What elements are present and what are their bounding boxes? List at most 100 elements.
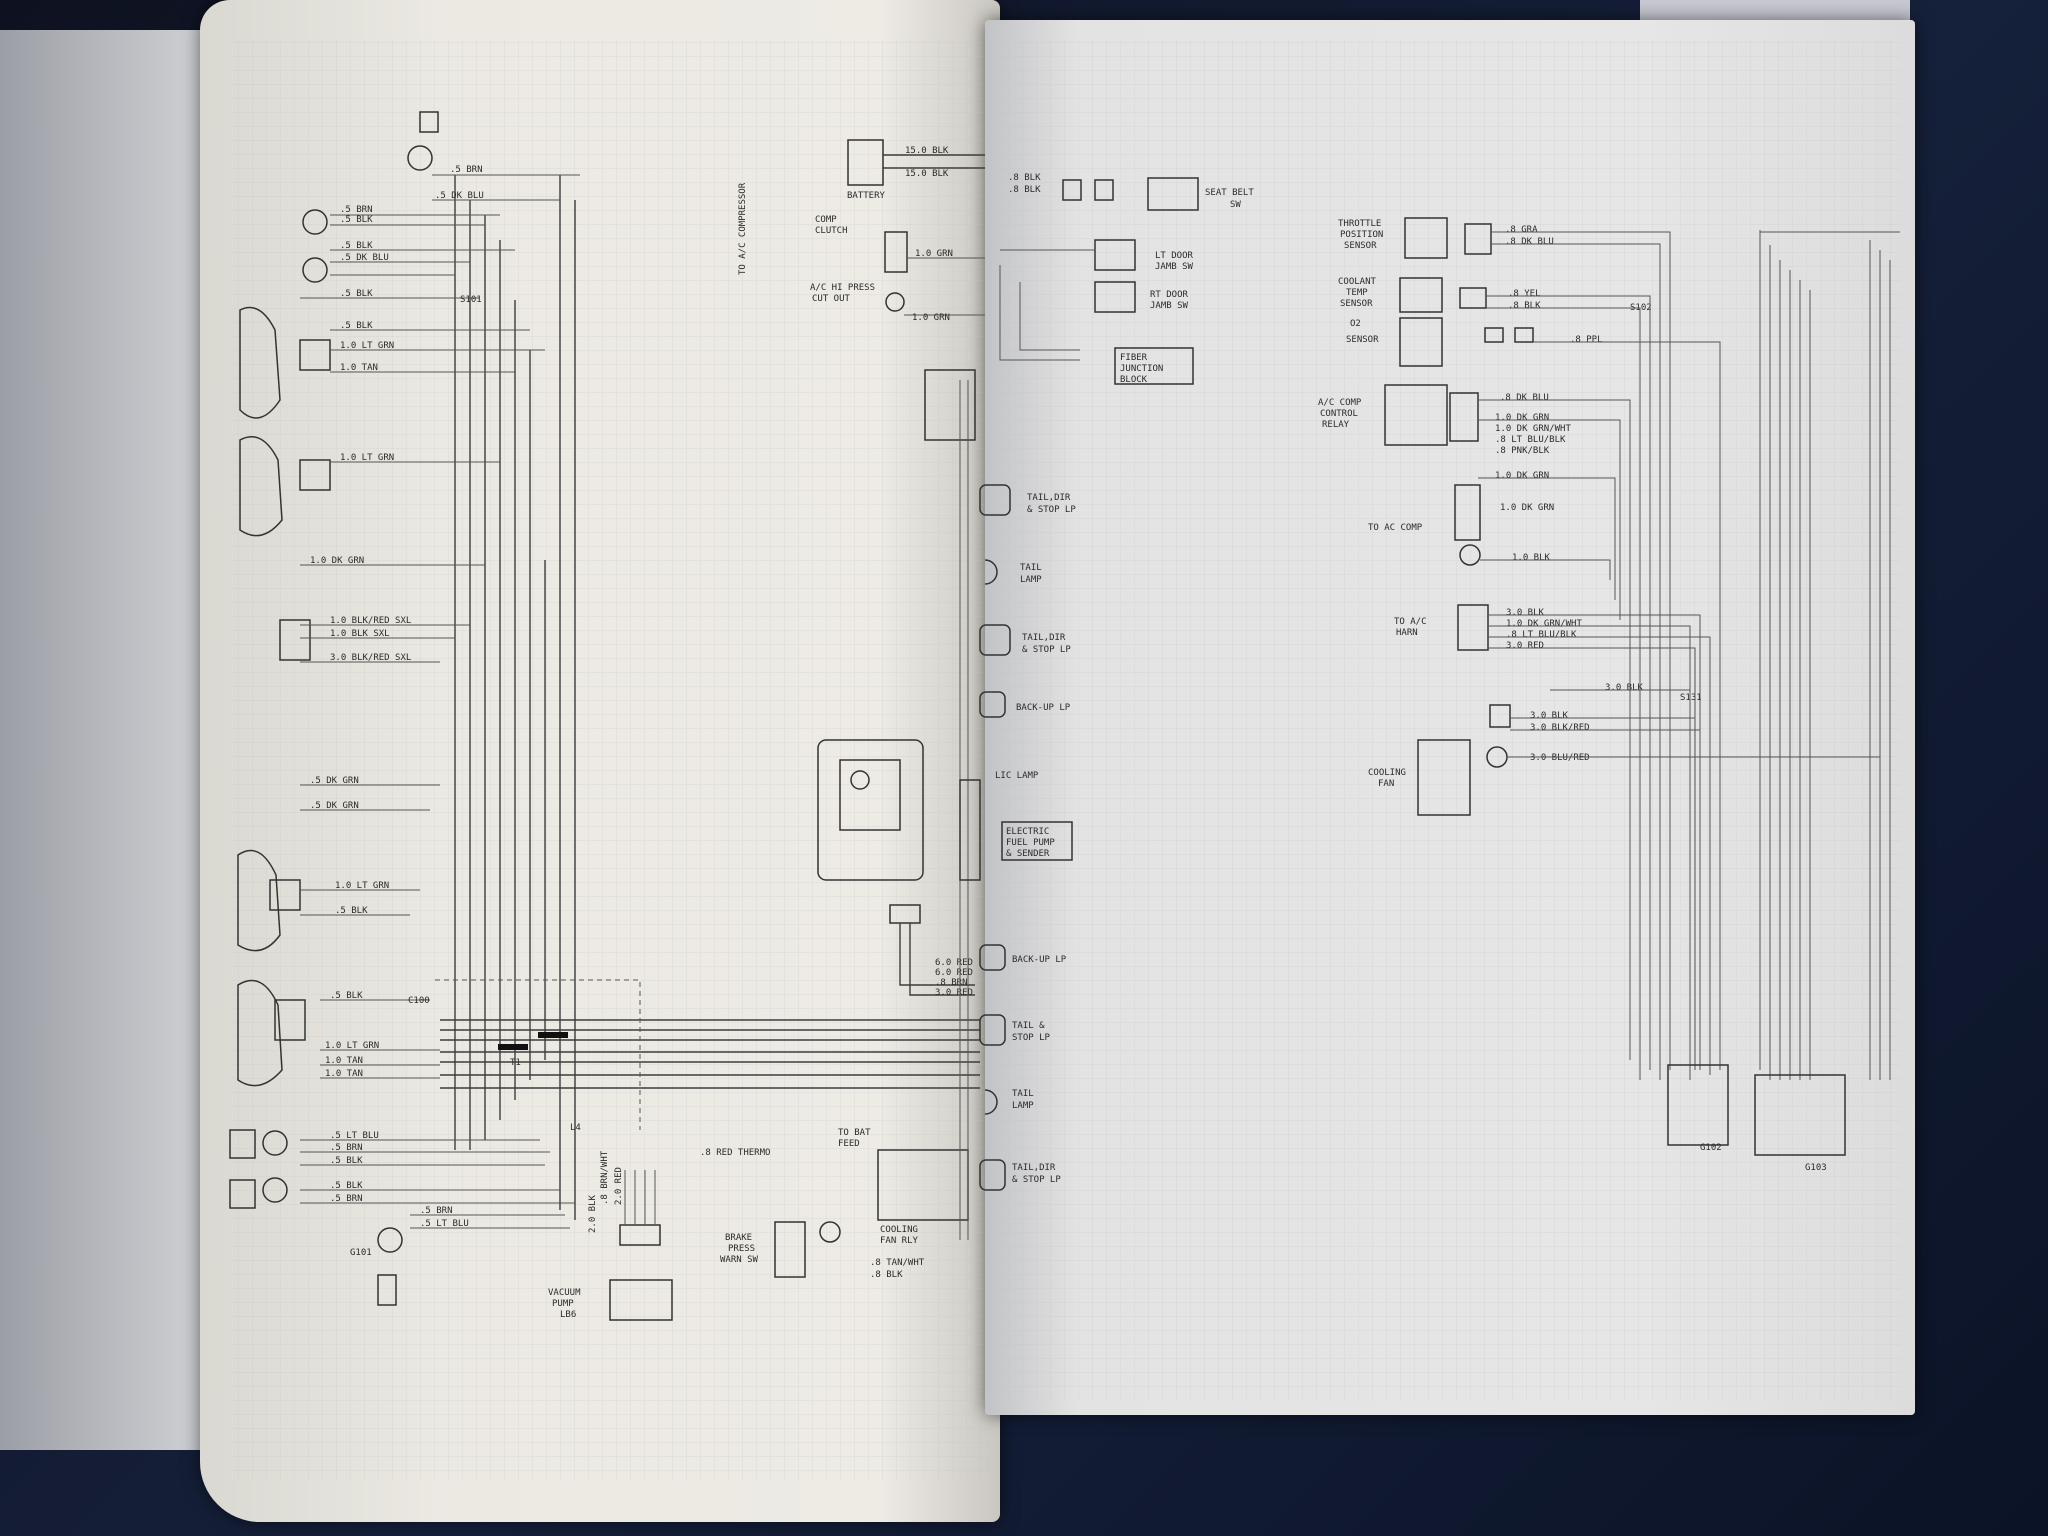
svg-text:STOP LP: STOP LP: [1012, 1033, 1051, 1043]
svg-text:.5 BLK: .5 BLK: [340, 289, 373, 299]
svg-text:COMP: COMP: [815, 215, 837, 225]
svg-text:.8 DK BLU: .8 DK BLU: [1500, 393, 1549, 403]
svg-text:.8 BLK: .8 BLK: [1508, 301, 1541, 311]
svg-text:1.0 DK GRN: 1.0 DK GRN: [1495, 471, 1549, 481]
svg-text:S102: S102: [1630, 303, 1652, 313]
svg-text:3.0 BLK: 3.0 BLK: [1506, 608, 1545, 618]
svg-text:T1: T1: [510, 1058, 521, 1068]
left-binder-sheet: [0, 30, 232, 1450]
left-wire-labels: .5 BRN .5 DK BLU .5 BRN .5 BLK .5 BLK .5…: [310, 165, 484, 1229]
svg-text:SEAT BELT: SEAT BELT: [1205, 188, 1254, 198]
svg-text:1.0 LT GRN: 1.0 LT GRN: [340, 341, 394, 351]
svg-text:1.0 BLK/RED SXL: 1.0 BLK/RED SXL: [330, 616, 411, 626]
svg-text:.5 DK BLU: .5 DK BLU: [435, 191, 484, 201]
svg-text:.5 DK BLU: .5 DK BLU: [340, 253, 389, 263]
svg-text:1.0 GRN: 1.0 GRN: [915, 249, 953, 259]
svg-text:CONTROL: CONTROL: [1320, 409, 1358, 419]
svg-text:1.0 DK GRN/WHT: 1.0 DK GRN/WHT: [1506, 619, 1582, 629]
svg-text:CUT OUT: CUT OUT: [812, 294, 851, 304]
svg-text:.8 LT BLU/BLK: .8 LT BLU/BLK: [1495, 435, 1566, 445]
door-seatbelt-switches: .8 BLK .8 BLK SEAT BELT SW LT DOOR JAMB …: [999, 173, 1254, 385]
svg-text:& STOP LP: & STOP LP: [1022, 645, 1071, 655]
svg-text:15.0 BLK: 15.0 BLK: [905, 146, 949, 156]
svg-text:.8 TAN/WHT: .8 TAN/WHT: [870, 1258, 925, 1268]
svg-text:.8 BLK: .8 BLK: [1008, 173, 1041, 183]
svg-text:TO A/C COMPRESSOR: TO A/C COMPRESSOR: [738, 182, 748, 275]
svg-text:TO BAT: TO BAT: [838, 1128, 871, 1138]
svg-text:1.0 LT GRN: 1.0 LT GRN: [335, 881, 389, 891]
svg-text:BACK-UP LP: BACK-UP LP: [1016, 703, 1071, 713]
svg-text:3.0 RED: 3.0 RED: [1506, 641, 1544, 651]
svg-text:TAIL: TAIL: [1020, 563, 1042, 573]
svg-text:TAIL,DIR: TAIL,DIR: [1012, 1163, 1056, 1173]
svg-text:JAMB SW: JAMB SW: [1155, 262, 1194, 272]
svg-text:1.0 GRN: 1.0 GRN: [912, 313, 950, 323]
svg-text:RELAY: RELAY: [1322, 420, 1350, 430]
svg-text:.5 BRN: .5 BRN: [330, 1194, 363, 1204]
svg-text:LT DOOR: LT DOOR: [1155, 251, 1194, 261]
svg-text:COOLANT: COOLANT: [1338, 277, 1377, 287]
svg-text:.8 GRA: .8 GRA: [1505, 225, 1538, 235]
svg-text:.5 BLK: .5 BLK: [330, 1156, 363, 1166]
svg-text:1.0 DK GRN: 1.0 DK GRN: [1500, 503, 1554, 513]
svg-text:1.0 DK GRN/WHT: 1.0 DK GRN/WHT: [1495, 424, 1571, 434]
svg-text:.5 DK GRN: .5 DK GRN: [310, 801, 359, 811]
svg-text:HARN: HARN: [1396, 628, 1418, 638]
svg-text:.5 BRN: .5 BRN: [420, 1206, 453, 1216]
svg-text:LAMP: LAMP: [1020, 575, 1042, 585]
engine-sensors: THROTTLE POSITION SENSOR .8 GRA .8 DK BL…: [1318, 217, 1644, 816]
svg-text:FEED: FEED: [838, 1139, 860, 1149]
svg-text:.8 YEL: .8 YEL: [1508, 289, 1541, 299]
svg-text:.8 PPL: .8 PPL: [1570, 335, 1603, 345]
svg-text:& STOP LP: & STOP LP: [1027, 505, 1076, 515]
svg-text:G103: G103: [1805, 1163, 1827, 1173]
svg-text:& SENDER: & SENDER: [1006, 849, 1050, 859]
svg-text:FAN: FAN: [1378, 779, 1394, 789]
svg-text:.5 BLK: .5 BLK: [330, 991, 363, 1001]
svg-text:COOLING: COOLING: [1368, 768, 1406, 778]
svg-text:S131: S131: [1680, 693, 1702, 703]
svg-text:SENSOR: SENSOR: [1346, 335, 1379, 345]
svg-text:C100: C100: [408, 996, 430, 1006]
svg-text:TO AC COMP: TO AC COMP: [1368, 523, 1423, 533]
svg-text:RT DOOR: RT DOOR: [1150, 290, 1189, 300]
svg-text:COOLING: COOLING: [880, 1225, 918, 1235]
left-bus-wires: [435, 175, 980, 1220]
svg-text:.5 LT BLU: .5 LT BLU: [330, 1131, 379, 1141]
svg-text:PRESS: PRESS: [728, 1244, 755, 1254]
svg-text:6.0 RED: 6.0 RED: [935, 968, 973, 978]
svg-text:TAIL: TAIL: [1012, 1089, 1034, 1099]
svg-text:.5 BLK: .5 BLK: [340, 321, 373, 331]
svg-text:3.0 BLK/RED: 3.0 BLK/RED: [1530, 723, 1590, 733]
left-branch-wires: [300, 174, 580, 1229]
svg-text:FIBER: FIBER: [1120, 353, 1148, 363]
svg-text:.8 DK BLU: .8 DK BLU: [1505, 237, 1554, 247]
svg-text:FUEL PUMP: FUEL PUMP: [1006, 838, 1055, 848]
svg-text:.5 BRN: .5 BRN: [450, 165, 483, 175]
svg-text:15.0 BLK: 15.0 BLK: [905, 169, 949, 179]
svg-text:.8 BRN/WHT: .8 BRN/WHT: [600, 1150, 610, 1205]
svg-text:A/C COMP: A/C COMP: [1318, 398, 1362, 408]
svg-text:SENSOR: SENSOR: [1344, 241, 1377, 251]
headlamp-assemblies: [229, 111, 439, 1306]
right-bus-wires: [1478, 230, 1900, 1156]
svg-text:LB6: LB6: [560, 1310, 576, 1320]
svg-text:S101: S101: [460, 295, 482, 305]
svg-text:3.0 BLK: 3.0 BLK: [1530, 711, 1569, 721]
svg-text:1.0 TAN: 1.0 TAN: [340, 363, 378, 373]
svg-text:LAMP: LAMP: [1012, 1101, 1034, 1111]
lower-left-components: VACUUM PUMP LB6 2.0 BLK .8 BRN/WHT 2.0 R…: [548, 1128, 969, 1321]
svg-text:TO A/C: TO A/C: [1394, 617, 1427, 627]
svg-text:POSITION: POSITION: [1340, 230, 1383, 240]
svg-text:.5 BLK: .5 BLK: [340, 241, 373, 251]
svg-text:TAIL,DIR: TAIL,DIR: [1022, 633, 1066, 643]
svg-text:3.0 RED: 3.0 RED: [935, 988, 973, 998]
svg-text:O2: O2: [1350, 319, 1361, 329]
svg-text:.5 BLK: .5 BLK: [335, 906, 368, 916]
svg-text:.5 DK GRN: .5 DK GRN: [310, 776, 359, 786]
svg-text:1.0 TAN: 1.0 TAN: [325, 1069, 363, 1079]
svg-text:1.0 BLK: 1.0 BLK: [1512, 553, 1551, 563]
svg-text:G102: G102: [1700, 1143, 1722, 1153]
svg-text:CLUTCH: CLUTCH: [815, 226, 848, 236]
